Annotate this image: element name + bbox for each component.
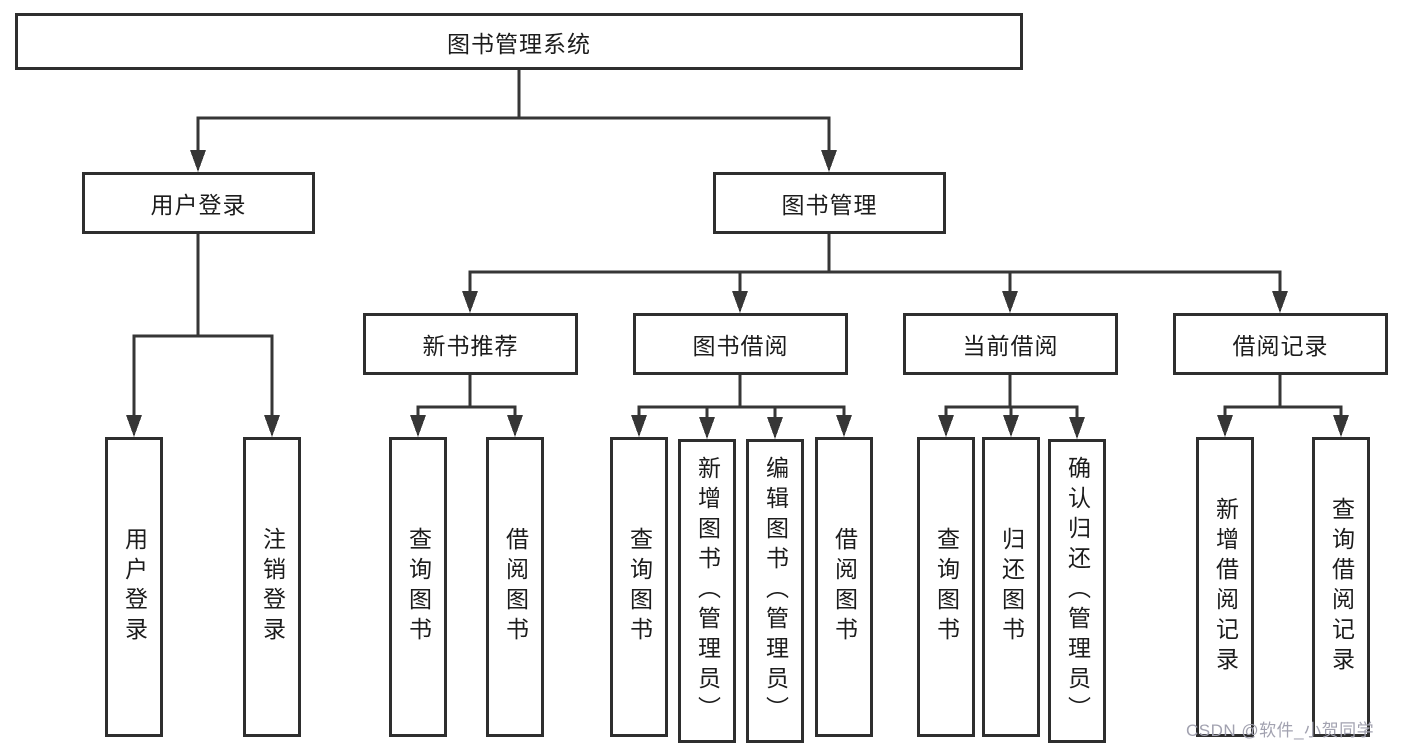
leaf-query-books-borrowing: 查询图书	[610, 437, 668, 737]
leaf-label: 借阅图书	[831, 527, 858, 647]
leaf-query-borrow-record: 查询借阅记录	[1312, 437, 1370, 737]
leaf-borrow-books-recommendation: 借阅图书	[486, 437, 544, 737]
arrow-down-icon	[1333, 415, 1349, 437]
leaf-logout: 注销登录	[243, 437, 301, 737]
arrow-down-icon	[507, 415, 523, 437]
leaf-query-books-current: 查询图书	[917, 437, 975, 737]
node-borrowing-records: 借阅记录	[1173, 313, 1388, 375]
arrow-down-icon	[190, 150, 206, 172]
arrow-down-icon	[631, 415, 647, 437]
leaf-user-login: 用户登录	[105, 437, 163, 737]
leaf-label: 编辑图书（管理员）	[762, 456, 789, 726]
leaf-label: 查询图书	[405, 527, 432, 647]
leaf-query-books-recommendation: 查询图书	[389, 437, 447, 737]
node-label: 新书推荐	[422, 333, 519, 359]
leaf-add-books-admin: 新增图书（管理员）	[678, 439, 736, 743]
leaf-return-books: 归还图书	[982, 437, 1040, 737]
node-new-book-recommendation: 新书推荐	[363, 313, 578, 375]
arrow-down-icon	[836, 415, 852, 437]
leaf-label: 确认归还（管理员）	[1064, 456, 1091, 726]
node-label: 图书借阅	[692, 333, 789, 359]
node-root: 图书管理系统	[15, 13, 1023, 70]
leaf-label: 新增借阅记录	[1212, 497, 1239, 677]
node-user-login: 用户登录	[82, 172, 315, 234]
arrow-down-icon	[767, 417, 783, 439]
arrow-down-icon	[1003, 415, 1019, 437]
arrow-down-icon	[1272, 291, 1288, 313]
arrow-down-icon	[1069, 417, 1085, 439]
leaf-label: 归还图书	[998, 527, 1025, 647]
arrow-down-icon	[264, 415, 280, 437]
leaf-borrow-books-borrowing: 借阅图书	[815, 437, 873, 737]
arrow-down-icon	[938, 415, 954, 437]
leaf-label: 用户登录	[121, 527, 148, 647]
node-book-management: 图书管理	[713, 172, 946, 234]
node-label: 图书管理	[781, 192, 878, 218]
node-current-borrowing: 当前借阅	[903, 313, 1118, 375]
node-label: 当前借阅	[962, 333, 1059, 359]
csdn-watermark: CSDN @软件_小贺同学	[1186, 721, 1375, 740]
node-label: 图书管理系统	[447, 30, 591, 57]
leaf-label: 借阅图书	[502, 527, 529, 647]
arrow-down-icon	[462, 291, 478, 313]
arrow-down-icon	[1217, 415, 1233, 437]
arrow-down-icon	[699, 417, 715, 439]
leaf-confirm-return-admin: 确认归还（管理员）	[1048, 439, 1106, 743]
leaf-label: 查询图书	[933, 527, 960, 647]
leaf-label: 查询借阅记录	[1328, 497, 1355, 677]
leaf-edit-books-admin: 编辑图书（管理员）	[746, 439, 804, 743]
arrow-down-icon	[126, 415, 142, 437]
leaf-add-borrow-record: 新增借阅记录	[1196, 437, 1254, 737]
leaf-label: 查询图书	[626, 527, 653, 647]
arrow-down-icon	[410, 415, 426, 437]
leaf-label: 新增图书（管理员）	[694, 456, 721, 726]
leaf-label: 注销登录	[259, 527, 286, 647]
node-label: 用户登录	[150, 192, 247, 218]
arrow-down-icon	[732, 291, 748, 313]
arrow-down-icon	[1002, 291, 1018, 313]
node-label: 借阅记录	[1232, 333, 1329, 359]
arrow-down-icon	[821, 150, 837, 172]
node-book-borrowing: 图书借阅	[633, 313, 848, 375]
